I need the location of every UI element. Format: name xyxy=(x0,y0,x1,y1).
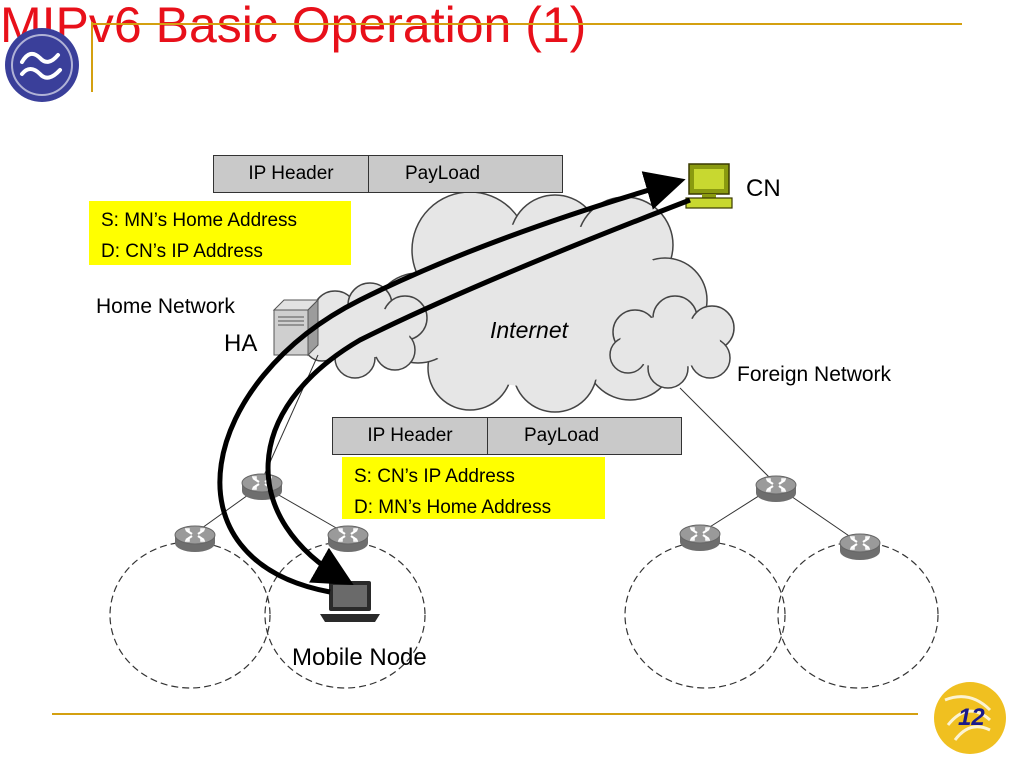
coverage-areas xyxy=(109,541,939,689)
internet-label: Internet xyxy=(490,317,568,343)
cn-to-mn-arrow xyxy=(265,197,691,585)
mobile-node-label: Mobile Node xyxy=(292,644,427,671)
cn-label: CN xyxy=(746,175,781,202)
bottom-address-note: S: CN’s IP Address D: MN’s Home Address xyxy=(342,457,605,519)
page-number: 12 xyxy=(958,704,985,731)
mn-to-cn-arrow xyxy=(217,171,686,595)
source-address: S: MN’s Home Address xyxy=(101,210,298,231)
ha-label: HA xyxy=(224,330,258,357)
packet-payload: PayLoad xyxy=(368,156,562,192)
laptop-icon xyxy=(320,581,380,622)
logo-icon xyxy=(5,28,79,102)
coverage-area-foreign-2 xyxy=(777,541,939,689)
top-packet: IP Header PayLoad xyxy=(213,155,563,193)
home-network-label: Home Network xyxy=(96,295,235,318)
source-address: S: CN’s IP Address xyxy=(354,466,515,487)
top-address-note: S: MN’s Home Address D: CN’s IP Address xyxy=(89,201,351,265)
foreign-network-cloud xyxy=(609,295,735,389)
packet-flow-arrows xyxy=(217,171,691,595)
computer-icon xyxy=(685,163,733,209)
packet-header: IP Header xyxy=(367,425,453,446)
destination-address: D: MN’s Home Address xyxy=(354,497,552,518)
router-icon xyxy=(678,523,722,553)
router-icon xyxy=(173,524,217,554)
coverage-area-home-1 xyxy=(109,541,271,689)
coverage-area-foreign-1 xyxy=(624,541,786,689)
router-icon xyxy=(838,532,882,562)
page-badge-icon xyxy=(934,682,1006,754)
router-icon xyxy=(326,524,370,554)
router-icon xyxy=(754,474,798,504)
packet-payload: PayLoad xyxy=(487,418,681,454)
coverage-area-home-2 xyxy=(264,541,426,689)
packet-header: IP Header xyxy=(248,163,334,184)
bottom-packet: IP Header PayLoad xyxy=(332,417,682,455)
destination-address: D: CN’s IP Address xyxy=(101,241,263,262)
network-links xyxy=(194,354,856,541)
foreign-network-label: Foreign Network xyxy=(737,363,892,386)
router-icon xyxy=(240,472,284,502)
